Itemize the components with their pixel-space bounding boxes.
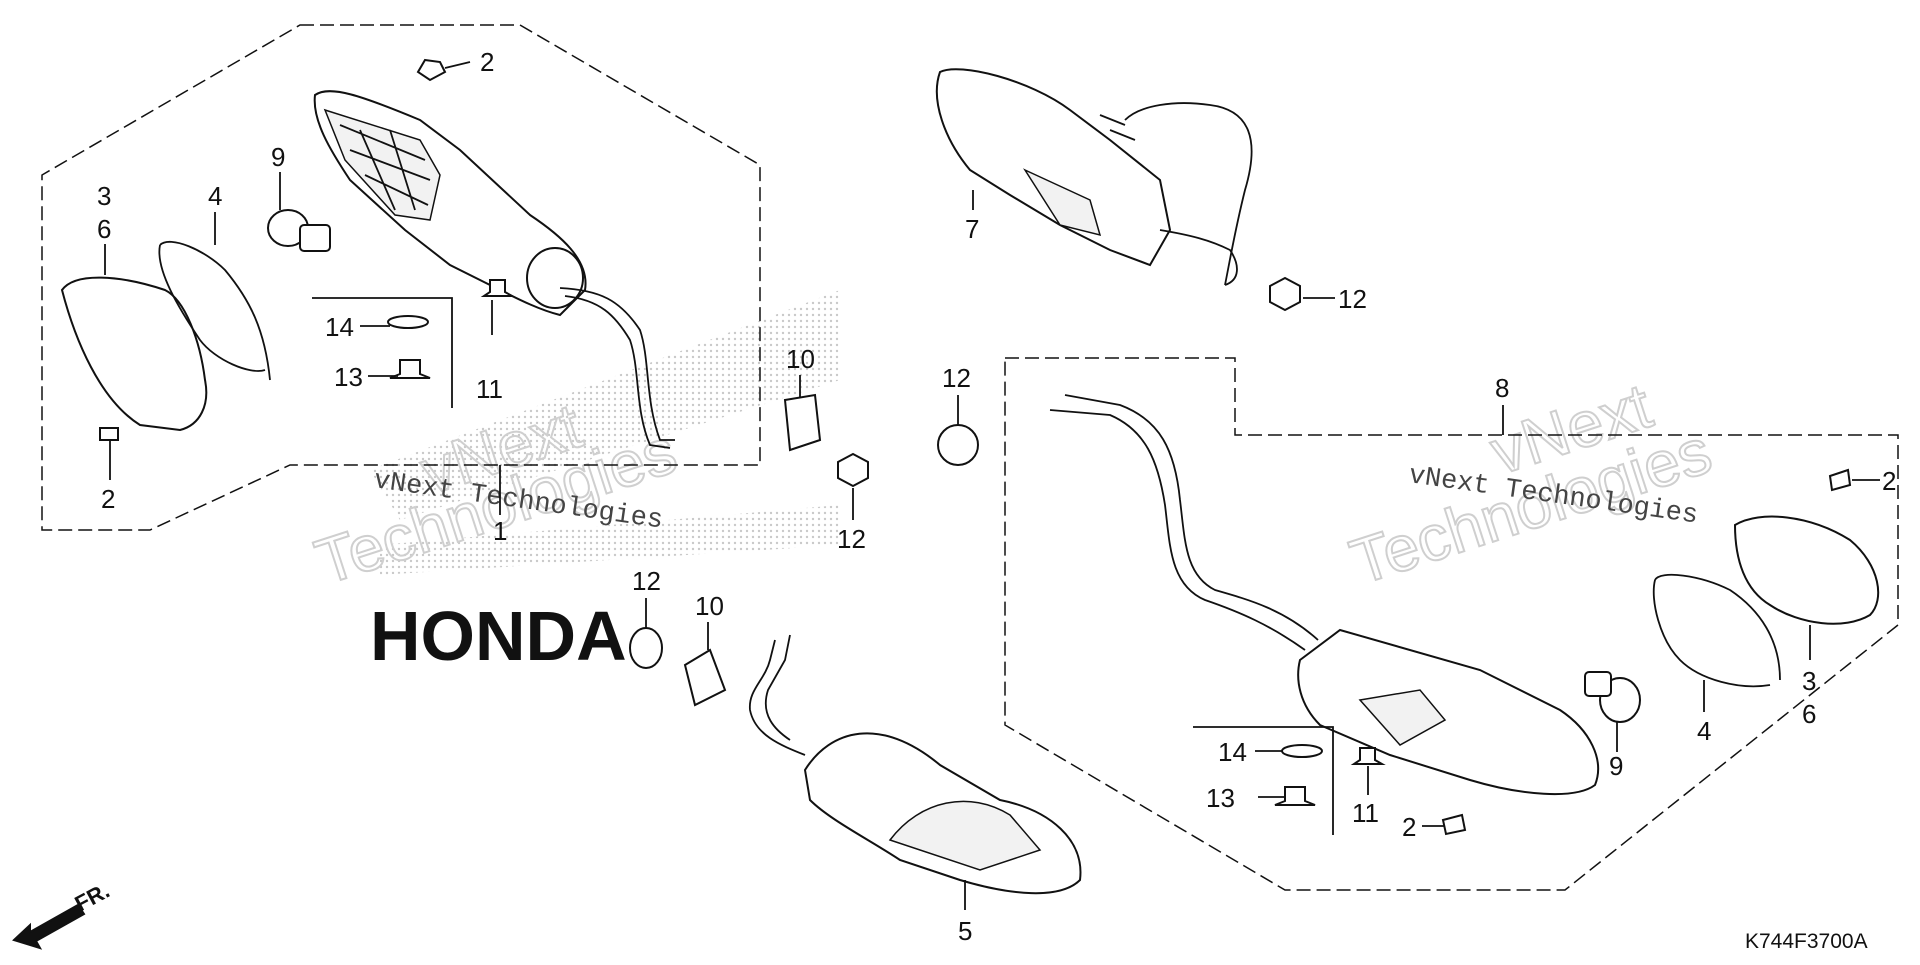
callout-2-right: 2 [1882, 466, 1896, 496]
callout-7: 7 [965, 214, 979, 244]
hardware [12, 58, 1852, 950]
gasket-left [158, 240, 271, 381]
callout-12-top-right: 12 [1338, 284, 1367, 314]
callout-10-bottom: 10 [695, 591, 724, 621]
callout-2-bottom-left: 2 [101, 484, 115, 514]
front-arrow-icon [12, 903, 86, 950]
lens-left [60, 276, 208, 432]
callout-2-bottom-right: 2 [1402, 812, 1416, 842]
callout-9-left: 9 [271, 142, 285, 172]
callout-10-top: 10 [786, 344, 815, 374]
callout-4-left: 4 [208, 181, 222, 211]
callout-14-right: 14 [1218, 737, 1247, 767]
honda-dotted-watermark: HONDA [370, 290, 840, 675]
callout-8: 8 [1495, 373, 1509, 403]
callout-11-right: 11 [1352, 798, 1379, 828]
callout-12-bottom: 12 [632, 566, 661, 596]
callout-6-right: 6 [1802, 699, 1816, 729]
honda-watermark-text: HONDA [370, 597, 627, 675]
assembly-outline-left [41, 24, 761, 531]
callouts: 2 9 3 6 4 14 13 11 2 1 10 12 12 12 10 5 [97, 47, 1896, 946]
part-code: K744F3700A [1745, 930, 1868, 953]
assembly-outline-right [1004, 357, 1899, 891]
callout-13-left: 13 [334, 362, 363, 392]
gasket-right [1652, 573, 1781, 688]
callout-9-right: 9 [1609, 751, 1623, 781]
callout-12-mid-left: 12 [837, 524, 866, 554]
turn-signal-bottom [749, 634, 1082, 895]
callout-14-left: 14 [325, 312, 354, 342]
watermark-right: vNext Technologies vNext Technologies [1341, 368, 1721, 599]
callout-6-left: 6 [97, 214, 111, 244]
bulb-left [267, 209, 331, 252]
callout-12-mid: 12 [942, 363, 971, 393]
callout-4-right: 4 [1697, 716, 1711, 746]
callout-5: 5 [958, 916, 972, 946]
turn-signal-lower-right [1049, 394, 1600, 796]
callout-2-top-left: 2 [480, 47, 494, 77]
callout-11-left: 11 [476, 374, 503, 404]
turn-signal-upper-right [935, 68, 1253, 286]
callout-1: 1 [493, 516, 507, 546]
callout-3-right: 3 [1802, 666, 1816, 696]
lens-right [1733, 515, 1880, 625]
callout-13-right: 13 [1206, 783, 1235, 813]
callout-3-left: 3 [97, 181, 111, 211]
bulb-right [1584, 671, 1641, 723]
turn-signal-upper-left [313, 90, 675, 449]
